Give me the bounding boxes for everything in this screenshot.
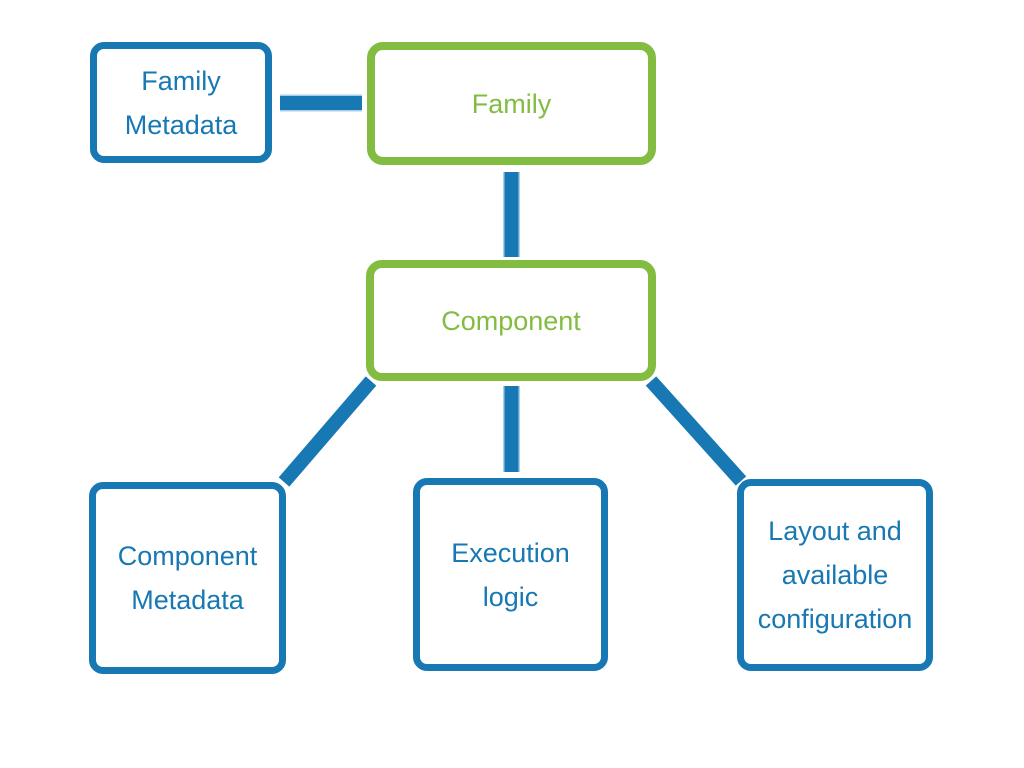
node-component-metadata-label: Component Metadata: [117, 541, 258, 615]
node-layout-configuration: Layout and available configuration: [737, 479, 933, 671]
node-component-label: Component: [441, 305, 581, 336]
node-execution-logic-label: Execution logic: [451, 537, 570, 612]
node-family-metadata: Family Metadata: [90, 42, 272, 163]
node-family-label: Family: [471, 88, 552, 119]
node-execution-logic: Execution logic: [413, 478, 608, 671]
node-family: Family: [367, 42, 656, 165]
edge-component-component-metadata: [278, 376, 377, 487]
node-layout-configuration-label: Layout and available configuration: [757, 516, 913, 634]
node-component: Component: [366, 260, 656, 381]
node-component-metadata: Component Metadata: [89, 482, 286, 674]
edge-component-layout-configuration: [645, 376, 747, 486]
node-family-metadata-label: Family Metadata: [124, 65, 238, 140]
